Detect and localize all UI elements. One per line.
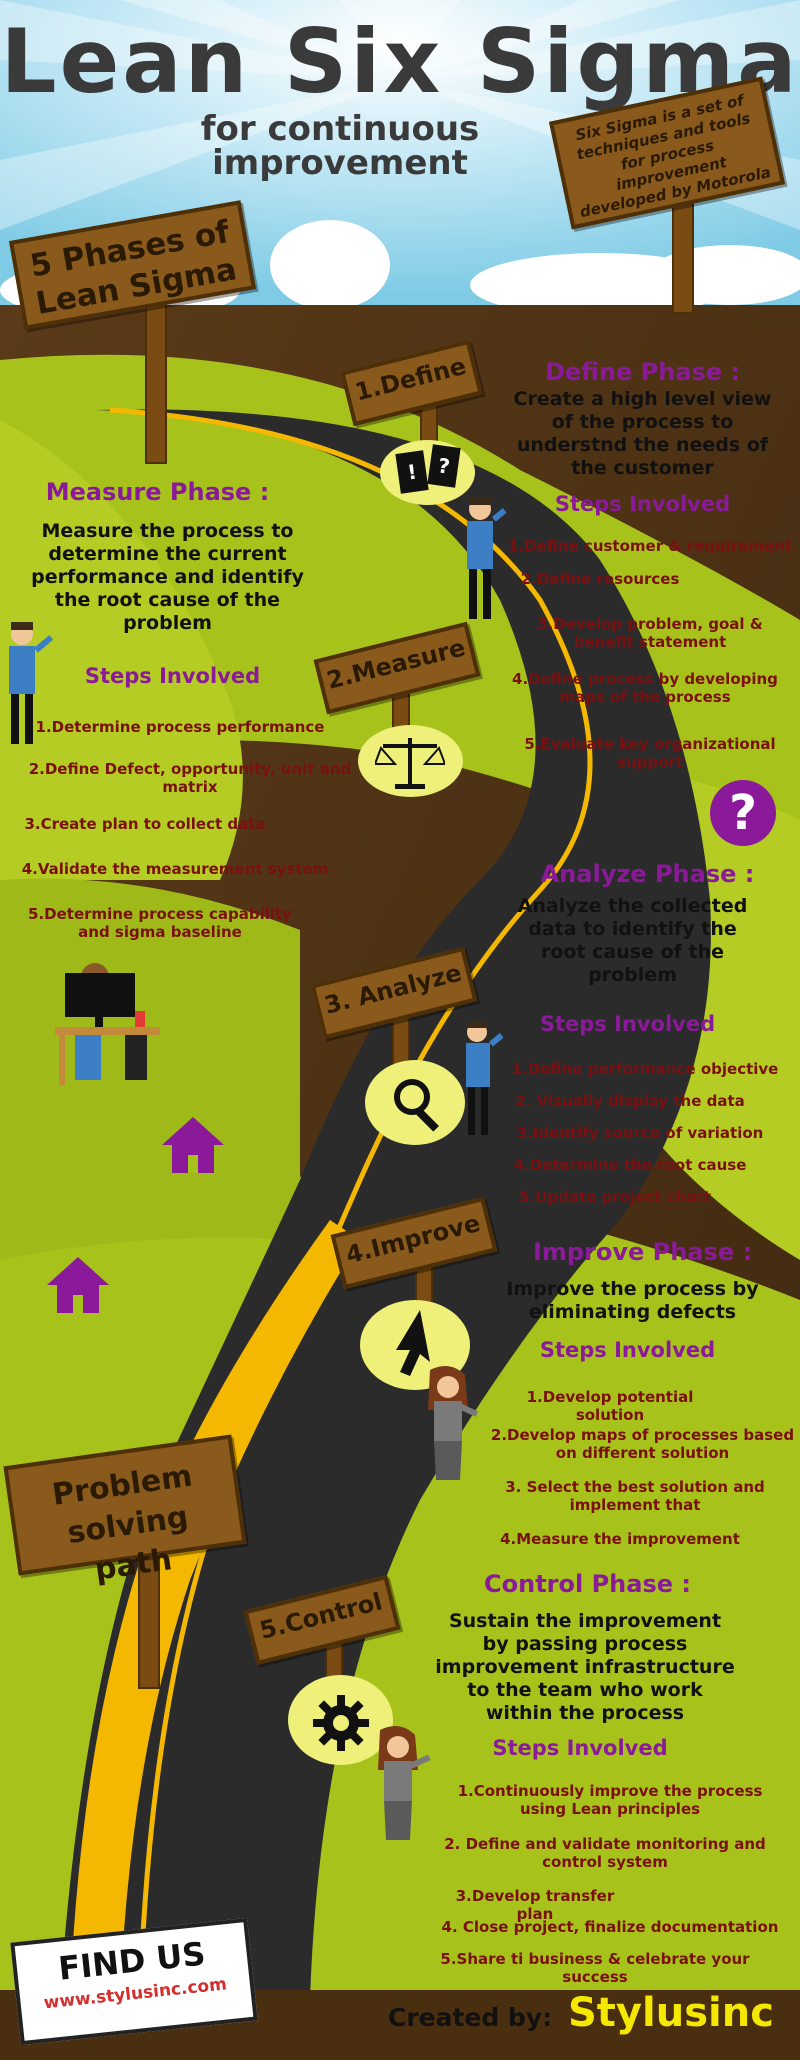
control-step-2: 2. Define and validate monitoring and co… — [444, 1835, 766, 1871]
person-man-icon-2 — [9, 622, 54, 744]
house-icon — [162, 1117, 224, 1173]
analyze-phase-desc: Analyze the collected data to identify t… — [517, 895, 748, 986]
define-step-3: 3.Develop problem, goal & benefit statem… — [537, 615, 763, 651]
control-phase-title: Control Phase : — [484, 1570, 691, 1598]
measure-phase-desc: Measure the process to determine the cur… — [31, 520, 304, 634]
person-man-icon-3 — [466, 1021, 504, 1135]
analyze-phase-title: Analyze Phase : — [540, 860, 755, 888]
improve-phase-desc: Improve the process by eliminating defec… — [506, 1278, 759, 1323]
road — [60, 409, 711, 2000]
analyze-step-3: 3.Identify source of variation — [516, 1124, 764, 1142]
improve-step-3: 3. Select the best solution and implemen… — [505, 1478, 765, 1514]
page-subtitle: for continuous improvement — [200, 109, 480, 183]
control-step-3: 3.Develop transfer plan — [455, 1887, 615, 1923]
analyze-step-1: 1.Define performance objective — [511, 1060, 779, 1078]
analyze-steps-title: Steps Involved — [539, 1012, 716, 1036]
improve-step-2: 2.Develop maps of processes based on dif… — [490, 1426, 795, 1462]
road-edge-yellow — [70, 1220, 360, 2000]
define-step-1: 1.Define customer & requirement — [507, 537, 792, 555]
measure-step-4: 4.Validate the measurement system — [21, 860, 329, 878]
person-woman-icon-2 — [378, 1726, 431, 1840]
define-step-5: 5.Evaluate key organizational support — [524, 735, 776, 771]
define-steps-title: Steps Involved — [554, 492, 731, 516]
measure-steps-title: Steps Involved — [84, 664, 261, 688]
analyze-step-4: 4.Determine the root cause — [513, 1156, 747, 1174]
created-by-label: Created by: — [388, 2003, 553, 2032]
control-step-4: 4. Close project, finalize documentation — [441, 1918, 779, 1936]
gear-icon — [313, 1695, 369, 1751]
question-icon: ? — [710, 780, 776, 846]
define-phase-desc: Create a high level view of the process … — [513, 388, 772, 479]
brand-name: Stylusinc — [568, 1990, 774, 2036]
info-sign-post — [672, 200, 694, 314]
cursor-arrow-icon — [396, 1310, 430, 1376]
define-step-4: 4.Define process by developing maps of t… — [512, 670, 778, 706]
improve-step-1: 1.Develop potential solution — [526, 1388, 694, 1424]
phases-sign-post — [145, 300, 167, 464]
measure-step-5: 5.Determine process capability and sigma… — [28, 905, 292, 941]
computer-desk-icon — [55, 963, 160, 1085]
analyze-step-2: 2. Visually display the data — [515, 1092, 745, 1110]
control-step-1: 1.Continuously improve the process using… — [457, 1782, 763, 1818]
improve-steps-title: Steps Involved — [539, 1338, 716, 1362]
define-phase-title: Define Phase : — [544, 358, 741, 386]
exclaim-icon: ! — [395, 450, 429, 494]
person-man-icon — [467, 497, 507, 619]
magnifier-icon — [394, 1079, 439, 1132]
question-card-icon: ? — [427, 444, 461, 488]
analyze-cloud — [365, 1060, 465, 1145]
measure-phase-title: Measure Phase : — [45, 478, 270, 506]
person-woman-icon — [428, 1366, 479, 1480]
control-phase-desc: Sustain the improvement by passing proce… — [435, 1610, 735, 1724]
define-step-2: 2.Define resources — [520, 570, 680, 588]
improve-step-4: 4.Measure the improvement — [500, 1530, 740, 1548]
measure-step-2: 2.Define Defect, opportunity, unit and m… — [28, 760, 352, 796]
improve-phase-title: Improve Phase : — [532, 1238, 753, 1266]
scale-icon — [375, 738, 445, 789]
control-steps-title: Steps Involved — [492, 1736, 668, 1760]
control-step-5: 5.Share ti business & celebrate your suc… — [440, 1950, 750, 1986]
house-icon-2 — [47, 1257, 109, 1313]
measure-step-3: 3.Create plan to collect data — [24, 815, 266, 833]
measure-step-1: 1.Determine process performance — [35, 718, 325, 736]
page-title: Lean Six Sigma — [0, 10, 800, 113]
analyze-step-5: 5.Update project chart — [519, 1188, 711, 1206]
